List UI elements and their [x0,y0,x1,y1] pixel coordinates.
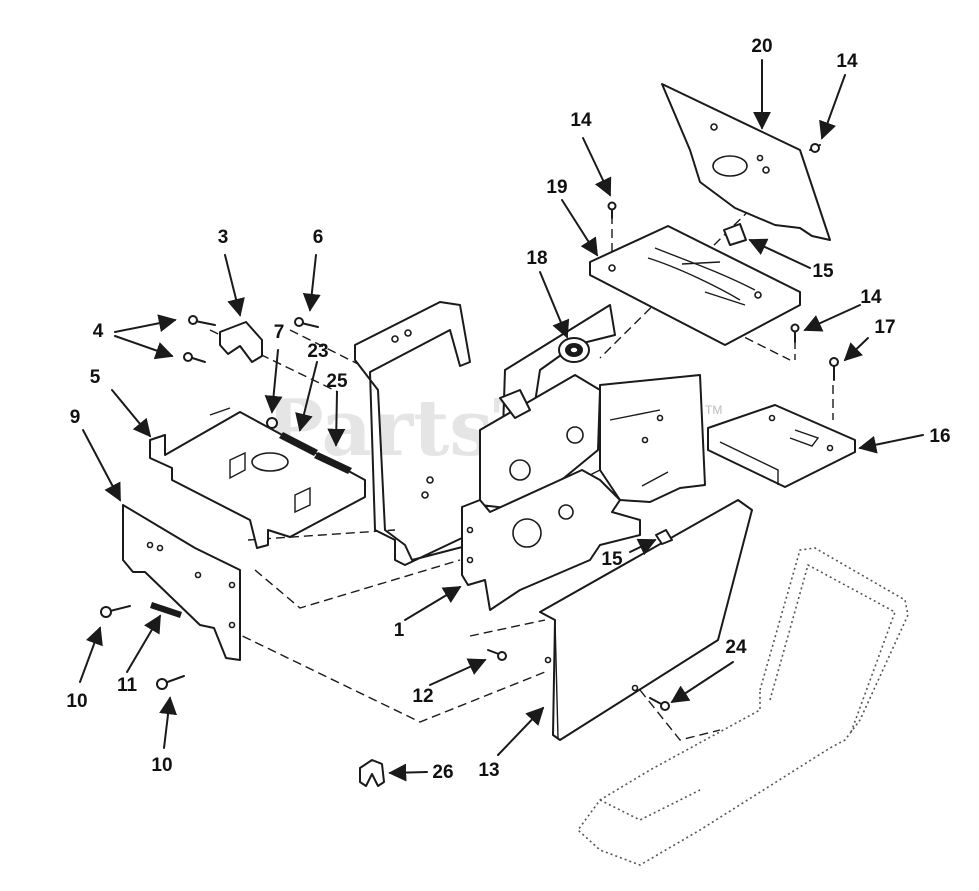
callout-labels: 3 4 5 6 7 9 10 10 11 1 12 13 14 14 14 15… [66,36,950,783]
callout-5: 5 [90,367,101,388]
part-5-tray-plate [149,407,366,549]
part-9-side-plate [122,504,241,661]
callout-9: 9 [70,407,81,428]
callout-17: 17 [874,317,895,338]
callout-25: 25 [326,371,348,392]
callout-19: 19 [546,177,567,198]
callout-24: 24 [725,637,747,658]
part-1-center-plate [461,469,641,611]
bolts [100,143,839,711]
callout-15a: 15 [812,261,834,282]
part-25-strip [314,452,352,474]
leader-arrows [79,59,924,782]
callout-10b: 10 [151,755,172,776]
callout-11: 11 [117,675,138,696]
callout-12: 12 [412,686,433,707]
callout-4: 4 [93,321,104,342]
part-16-bracket-plate [707,404,856,488]
callout-13: 13 [478,760,499,781]
part-13-side-panel [539,499,753,741]
callout-14a: 14 [570,110,592,131]
callout-15b: 15 [601,549,623,570]
callout-20: 20 [751,36,772,57]
part-26-clip [359,759,385,787]
callout-7: 7 [274,322,285,343]
part-20-top-plate [661,83,831,241]
part-19-slotted-plate [589,225,801,346]
main-frame-assembly [354,301,706,566]
part-7-nut [266,417,278,429]
callout-1: 1 [394,620,405,641]
callout-6: 6 [313,227,324,248]
seat-pan-outline [576,547,909,866]
callout-10a: 10 [66,691,87,712]
watermark-tm: TM [705,403,722,417]
callout-14c: 14 [860,287,882,308]
part-11-spring-pin [150,602,182,618]
callout-16: 16 [929,426,950,447]
part-23-strip [279,432,318,456]
callout-26: 26 [432,762,453,783]
callout-23: 23 [307,341,328,362]
callout-18: 18 [526,248,547,269]
part-18-grommet [558,337,590,363]
callout-3: 3 [218,227,229,248]
callout-14b: 14 [836,51,858,72]
part-3-clip [219,321,263,363]
